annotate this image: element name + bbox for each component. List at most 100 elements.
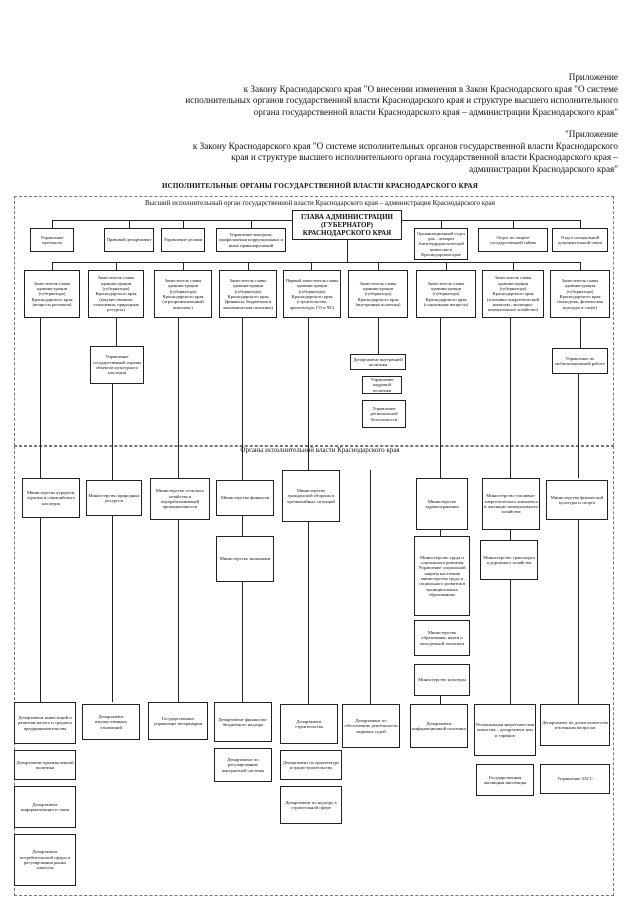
connector: [251, 220, 252, 228]
appendix-2-line: к Закону Краснодарского края "О системе …: [192, 140, 618, 151]
connector: [513, 262, 514, 270]
connector: [183, 220, 184, 228]
department-box: Государственное управление ветеринарии: [148, 702, 208, 740]
connector: [513, 220, 514, 228]
connector: [248, 262, 249, 270]
sub-box-personnel: Управление кадровой политики: [362, 376, 402, 394]
connector: [510, 580, 511, 704]
executive-organs-region: [14, 446, 614, 896]
ministry-box: Министерство культуры: [414, 664, 470, 696]
ministry-box: Министерство физической культуры и спорт…: [546, 480, 608, 520]
connector: [440, 696, 441, 704]
deputy-box: Заместитель главы администрации (губерна…: [88, 270, 144, 318]
ministry-box: Министерство здравоохранения: [416, 478, 468, 530]
ministry-box: Министерство сельского хозяйства и перер…: [150, 478, 210, 520]
higher-organ-region: [14, 196, 614, 446]
connector: [242, 318, 243, 480]
connector: [378, 262, 379, 270]
connector: [311, 262, 312, 270]
connector: [116, 318, 117, 346]
appendix-1-line: исполнительных органов государственной в…: [185, 95, 618, 105]
connector: [580, 318, 581, 348]
connector: [578, 520, 579, 704]
org-box-antiterror: Организационный отдел для – аппарат Анти…: [414, 228, 468, 260]
deputy-box: Заместитель главы администрации (губерна…: [482, 270, 544, 318]
connector: [308, 318, 309, 470]
deputy-box: Заместитель главы администрации (губерна…: [24, 270, 80, 318]
governor-box: ГЛАВА АДМИНИСТРАЦИИ (ГУБЕРНАТОР) КРАСНОД…: [292, 210, 402, 240]
appendix-1-line: к Закону Краснодарского края "О внесении…: [243, 83, 618, 94]
org-box-secret: Отдел по защите государственной тайны: [478, 228, 548, 252]
connector: [510, 530, 511, 540]
sub-box-internal-policy: Департамент внутренней политики: [350, 354, 406, 370]
department-box: Департамент промышленной политики: [14, 750, 76, 780]
connector: [52, 220, 292, 221]
section-higher-title: Высший исполнительный орган государствен…: [145, 199, 495, 207]
department-box: Департамент финансово-бюджетного надзора: [214, 702, 272, 742]
connector: [402, 220, 580, 221]
deputy-box: Первый заместитель главы администрации (…: [283, 270, 341, 318]
connector: [378, 318, 379, 354]
connector: [116, 262, 117, 270]
connector: [40, 518, 41, 702]
connector: [440, 318, 441, 478]
ministry-box: Министерство образования, науки и молоде…: [414, 620, 470, 656]
connector: [183, 262, 184, 270]
department-box: Департамент по архитектуре и градостроит…: [280, 750, 342, 780]
department-box: Региональная энергетическая комиссия – д…: [474, 704, 536, 756]
sub-box-mobilization: Управление по мобилизационной работе: [552, 348, 608, 374]
connector: [440, 530, 441, 536]
connector: [242, 582, 243, 702]
connector: [178, 520, 179, 702]
connector: [580, 262, 581, 270]
ministry-box: Министерство природных ресурсов: [86, 480, 142, 516]
connector: [370, 470, 371, 704]
org-box-protocol: Управление протокола: [30, 228, 74, 252]
section-organs-title: Органы исполнительной власти Краснодарск…: [240, 446, 400, 454]
department-box: Департамент инвестиций и развития малого…: [14, 702, 76, 744]
ministry-box: Министерство топливно-энергетического ко…: [482, 478, 540, 530]
org-box-legal: Правовой департамент: [104, 228, 154, 252]
department-box: Управление ЗАГС: [540, 764, 610, 794]
connector: [347, 240, 348, 262]
connector: [308, 522, 309, 704]
sub-box-heritage: Управление государственной охраны объект…: [90, 346, 144, 384]
connector: [578, 374, 579, 478]
connector: [446, 262, 447, 270]
sub-box-security: Управление региональной безопасности: [362, 400, 406, 428]
ministry-box: Министерство труда и социального развити…: [414, 536, 470, 616]
appendix-2-word: "Приложение: [564, 129, 618, 139]
appendix-1-line: органа государственной власти Краснодарс…: [253, 106, 618, 117]
department-box: Департамент имущественных отношений: [82, 704, 140, 740]
connector: [441, 220, 442, 228]
connector: [242, 516, 243, 536]
connector: [129, 220, 130, 228]
appendix-2: "Приложение к Закону Краснодарского края…: [193, 129, 618, 175]
appendix-2-line: края и структуре высшего исполнительного…: [231, 152, 618, 162]
appendix-2-line: администрации Краснодарского края": [469, 163, 618, 174]
connector: [510, 318, 511, 478]
department-box: Департамент информационной политики: [410, 704, 468, 748]
governor-line: ГЛАВА АДМИНИСТРАЦИИ: [300, 213, 393, 221]
connector: [40, 318, 41, 478]
governor-line: (ГУБЕРНАТОР): [320, 221, 373, 229]
department-box: Департамент по регулированию контрактной…: [214, 748, 272, 782]
connector: [112, 516, 113, 702]
department-box: Департамент по обеспечению деятельности …: [342, 704, 400, 748]
ministry-box: Министерство финансов: [216, 480, 274, 516]
department-box: Департамент информатизации и связи: [14, 786, 76, 828]
governor-line: КРАСНОДАРСКОГО КРАЯ: [302, 229, 392, 237]
org-box-communications: Отдел специальной документальной связи: [552, 228, 608, 252]
ministry-box: Министерство транспорта и дорожного хозя…: [480, 540, 538, 580]
ministry-box: Министерство гражданской обороны и чрезв…: [282, 470, 340, 522]
diagram-title: ИСПОЛНИТЕЛЬНЫЕ ОРГАНЫ ГОСУДАРСТВЕННОЙ ВЛ…: [161, 182, 478, 190]
connector: [112, 384, 113, 480]
ministry-box: Министерство курортов, туризма и олимпий…: [22, 478, 80, 518]
deputy-box: Заместитель главы администрации (губерна…: [550, 270, 610, 318]
connector: [52, 262, 580, 263]
department-box: Департамент строительства: [280, 704, 338, 744]
deputy-box: Заместитель главы администрации (губерна…: [348, 270, 408, 318]
department-box: Департамент потребительской сферы и регу…: [14, 834, 76, 886]
connector: [580, 220, 581, 228]
org-box-control: Управление контроля, профилактики корруп…: [216, 228, 286, 252]
